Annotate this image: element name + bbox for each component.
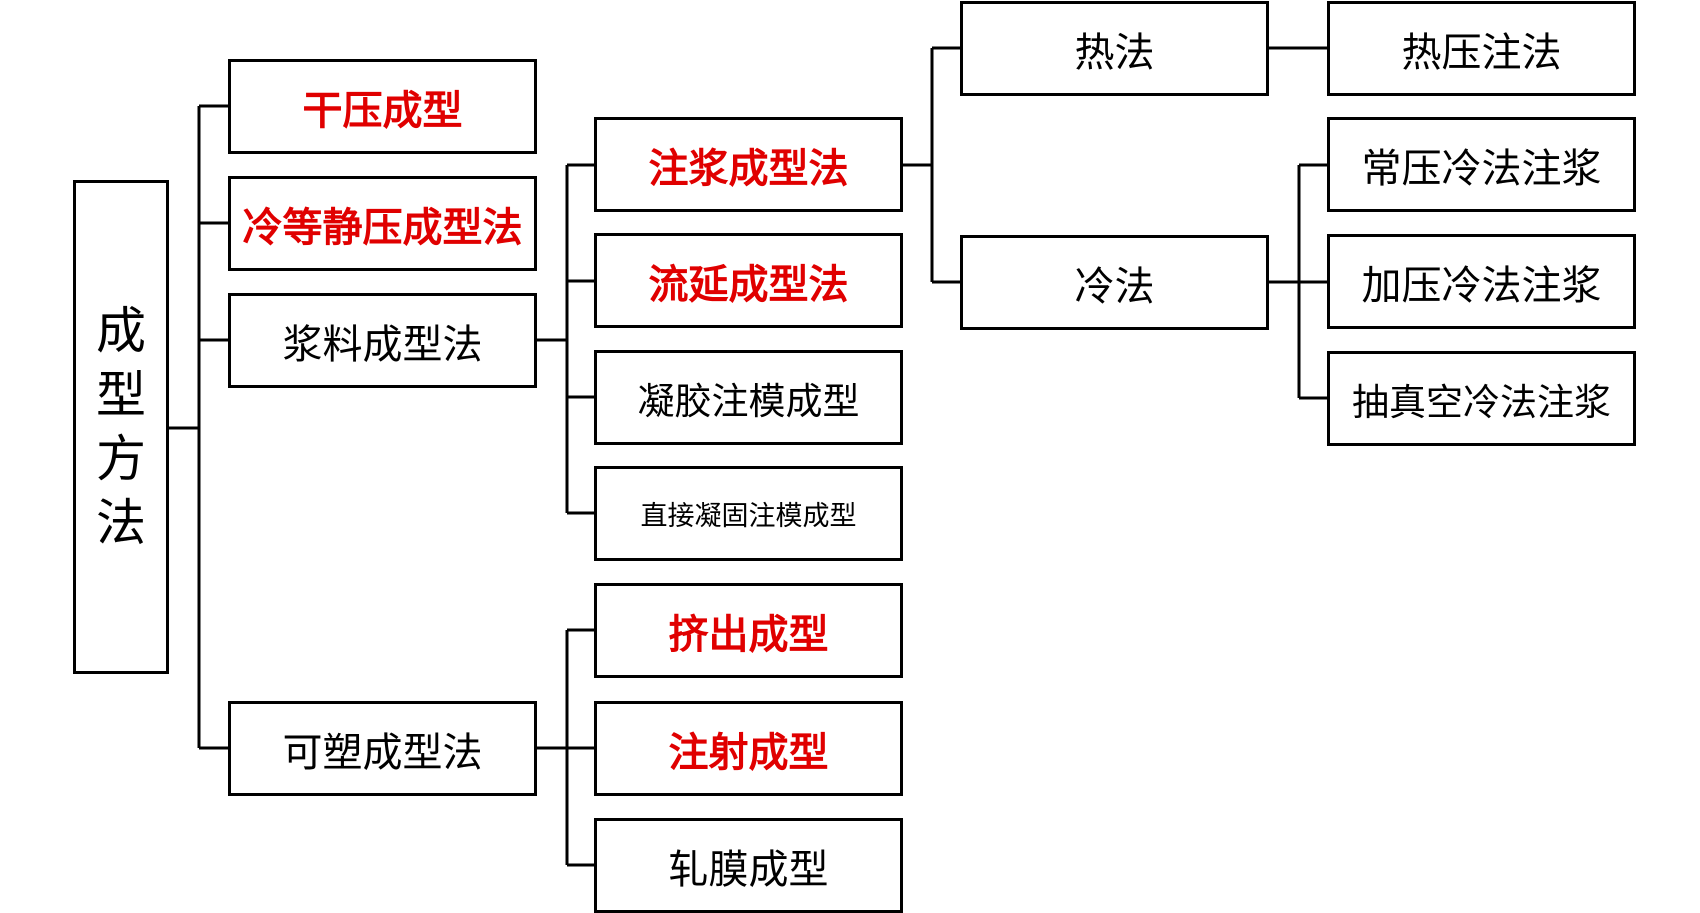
node-hot-method: 热法 [960,1,1269,96]
node-cold-isostatic-press: 冷等静压成型法 [228,176,537,271]
node-roll-film: 轧膜成型 [594,818,903,913]
node-tape-casting: 流延成型法 [594,233,903,328]
node-hot-press-injection: 热压注法 [1327,1,1636,96]
root-char: 型 [96,366,146,424]
node-vacuum-cold-slip: 抽真空冷法注浆 [1327,351,1636,446]
node-plastic-molding: 可塑成型法 [228,701,537,796]
node-cold-method: 冷法 [960,235,1269,330]
root-char: 成 [96,302,146,360]
node-direct-coagulation-casting: 直接凝固注模成型 [594,466,903,561]
node-extrusion: 挤出成型 [594,583,903,678]
node-gel-casting: 凝胶注模成型 [594,350,903,445]
node-slip-casting: 注浆成型法 [594,117,903,212]
node-dry-press: 干压成型 [228,59,537,154]
node-injection: 注射成型 [594,701,903,796]
root-char: 方 [96,430,146,488]
node-atmospheric-cold-slip: 常压冷法注浆 [1327,117,1636,212]
root-char: 法 [96,494,146,552]
root-node: 成 型 方 法 [73,180,169,674]
node-pressurized-cold-slip: 加压冷法注浆 [1327,234,1636,329]
node-slurry-molding: 浆料成型法 [228,293,537,388]
